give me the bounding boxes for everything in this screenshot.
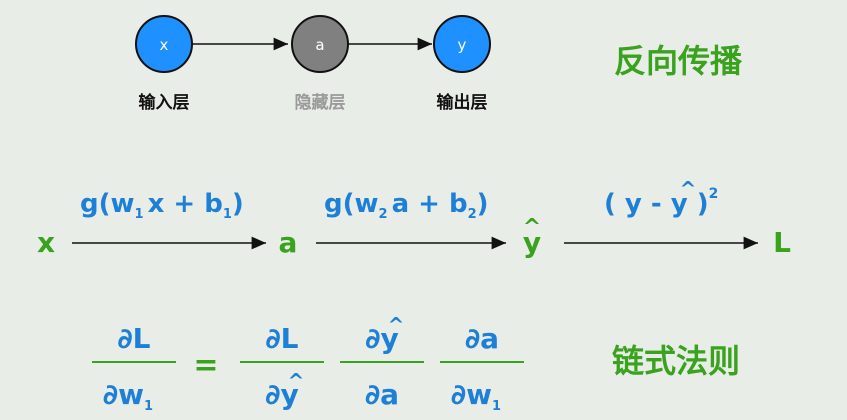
- term1-hat: ^: [288, 369, 305, 393]
- input-node-label: x: [160, 36, 169, 54]
- forward-yhat-hat: ^: [523, 215, 541, 240]
- output-node-label: y: [458, 36, 467, 54]
- hidden-node-label: a: [315, 36, 324, 54]
- term1-denominator: ∂y: [265, 378, 298, 411]
- chain-rule-title: 链式法则: [612, 342, 740, 380]
- output-node: [433, 15, 491, 73]
- hidden-node: [291, 15, 349, 73]
- term2-denominator: ∂a: [365, 378, 399, 411]
- equals-sign: =: [193, 348, 218, 383]
- forward-a: a: [279, 226, 298, 259]
- term3-numerator: ∂a: [465, 322, 499, 355]
- backprop-title: 反向传播: [614, 42, 743, 80]
- hidden-layer-label: 隐藏层: [295, 92, 346, 113]
- loss-function: ( y - y )2: [604, 186, 718, 219]
- term2-hat: ^: [388, 313, 405, 337]
- forward-x: x: [37, 226, 55, 259]
- lhs-denominator: ∂w1: [103, 378, 153, 414]
- lhs-numerator: ∂L: [117, 322, 150, 355]
- input-layer-label: 输入层: [139, 92, 190, 113]
- loss-yhat-hat: ^: [680, 177, 697, 201]
- term3-denominator: ∂w1: [451, 378, 501, 414]
- forward-L: L: [773, 226, 791, 259]
- term1-numerator: ∂L: [265, 322, 298, 355]
- input-node: [135, 15, 193, 73]
- output-layer-label: 输出层: [437, 92, 488, 113]
- term2-numerator: ∂y: [365, 322, 398, 355]
- forward-yhat: y: [523, 226, 541, 259]
